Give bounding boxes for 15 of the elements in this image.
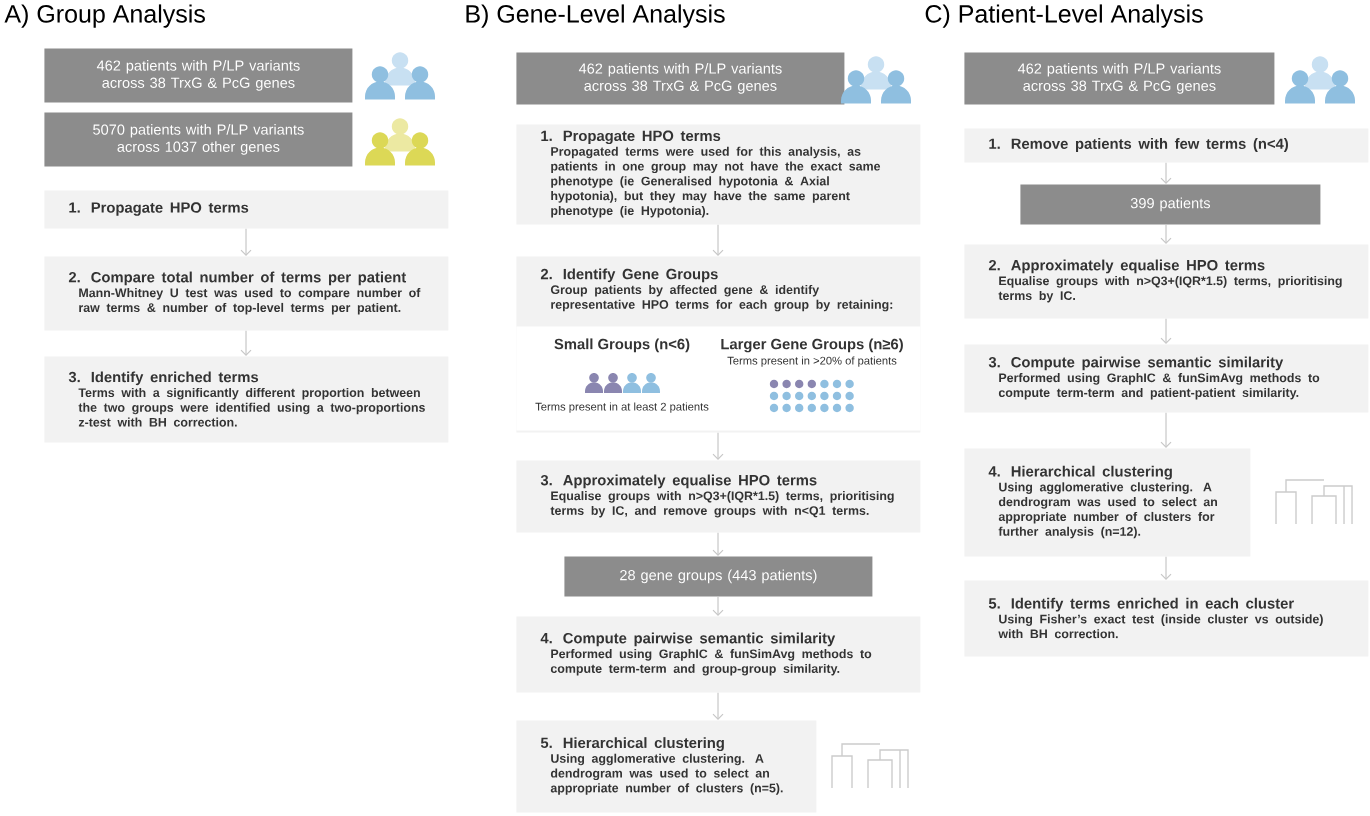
arrow <box>712 532 724 556</box>
arrow <box>1160 556 1172 580</box>
arrow <box>712 224 724 256</box>
arrow <box>712 692 724 720</box>
arrow <box>1160 162 1172 184</box>
arrow <box>240 228 252 256</box>
arrow <box>712 596 724 616</box>
arrow <box>712 432 724 460</box>
panel-title: A) Group Analysis <box>4 4 205 28</box>
panel-title: C) Patient-Level Analysis <box>925 4 1203 28</box>
arrow <box>1160 224 1172 244</box>
panel-title: B) Gene-Level Analysis <box>466 4 725 28</box>
arrow <box>1160 412 1172 448</box>
arrow <box>240 330 252 356</box>
arrow <box>1160 318 1172 344</box>
